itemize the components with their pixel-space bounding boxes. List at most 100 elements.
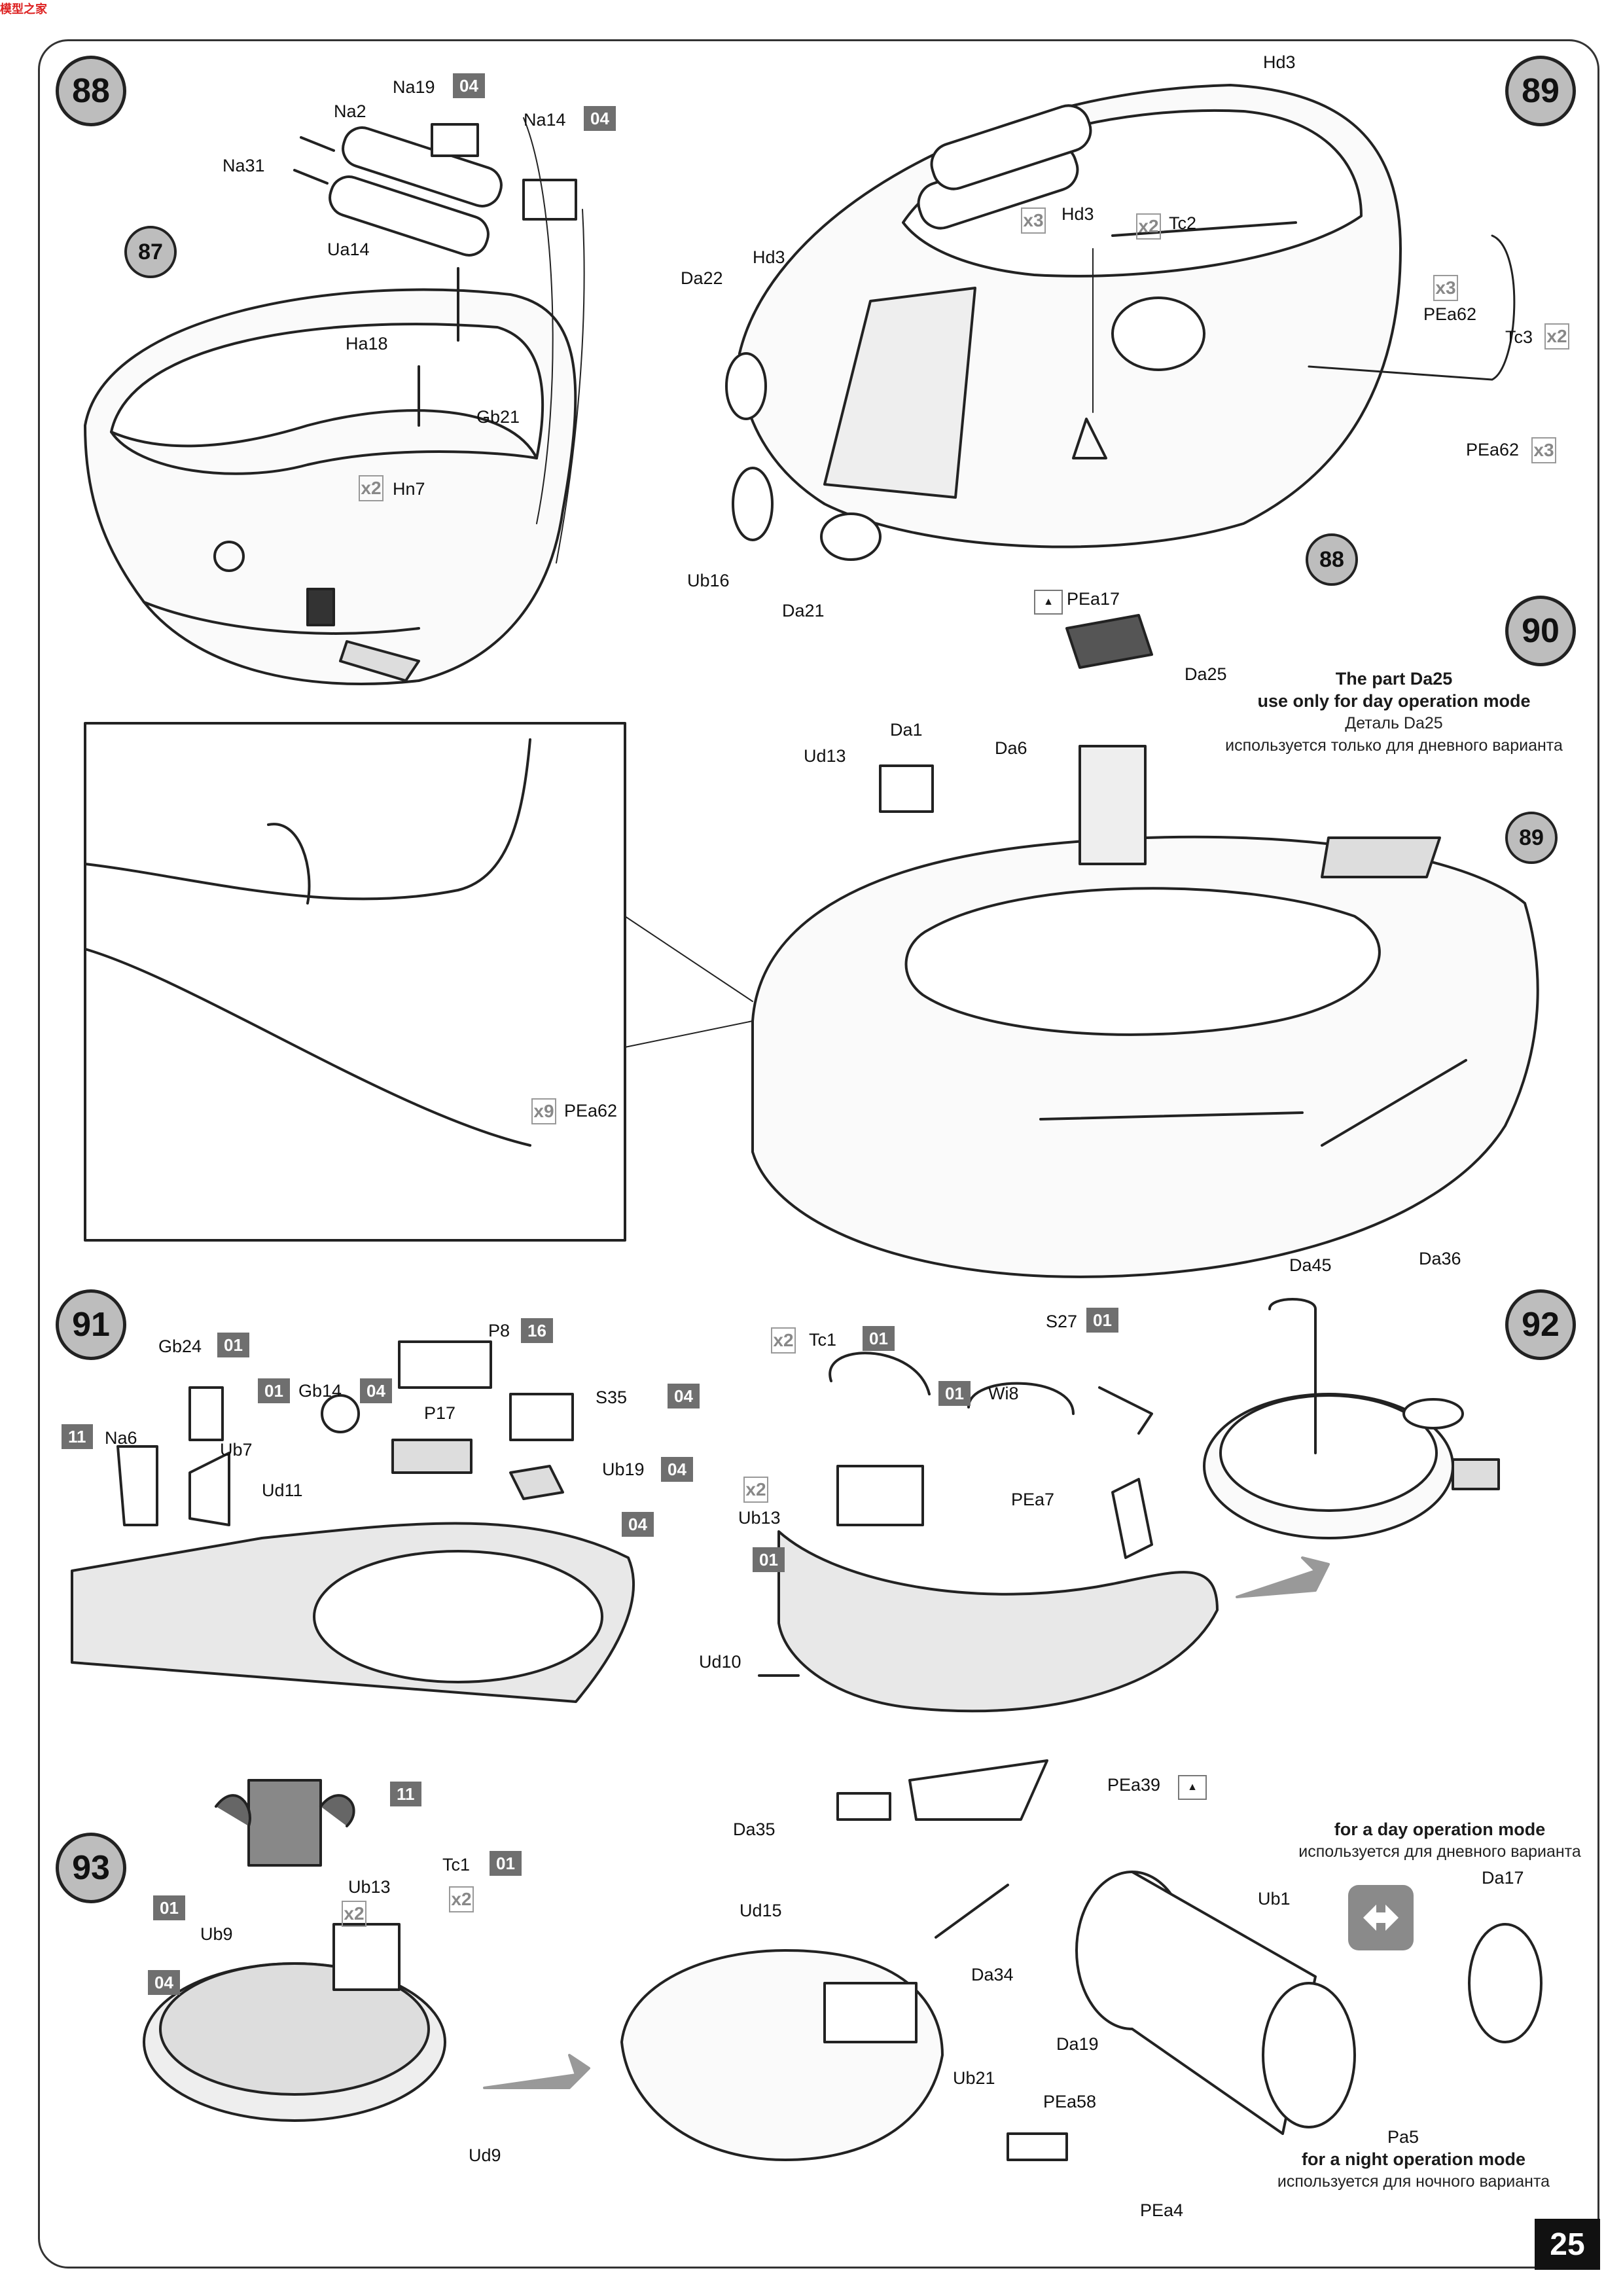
parts-88: [293, 117, 585, 564]
quantity-badge-x9: x9: [531, 1098, 556, 1124]
part-label: P17: [424, 1403, 456, 1423]
paint-badge-04: 04: [584, 106, 616, 131]
part-label: Da21: [782, 601, 825, 620]
step-number-91: 91: [56, 1289, 126, 1360]
part-label: PEa62: [1466, 440, 1520, 459]
part-label: Da45: [1289, 1255, 1332, 1275]
note-en-line: The part Da25: [1335, 669, 1453, 689]
paint-badge-04: 04: [668, 1384, 700, 1408]
part-label: Ub9: [200, 1924, 233, 1944]
paint-badge-04: 04: [661, 1457, 693, 1482]
page-number: 25: [1535, 2219, 1600, 2270]
brand-watermark: 模型之家: [0, 3, 47, 16]
turret-shell-90: [751, 614, 1539, 1278]
note-ru-line: используется только для дневного вариант…: [1225, 736, 1563, 755]
quantity-badge-x3: x3: [1021, 207, 1046, 234]
step-number-90: 90: [1505, 596, 1576, 666]
part-label: Da17: [1482, 1868, 1524, 1888]
paint-badge-11: 11: [390, 1782, 421, 1806]
day-mode-note: for a day operation mode используется дл…: [1283, 1818, 1597, 1863]
photo-etch-icon: ▲: [1034, 589, 1063, 615]
part-label: Hd3: [1263, 52, 1296, 72]
quantity-badge-x3: x3: [1433, 275, 1458, 301]
part-label: Tc1: [809, 1330, 837, 1350]
note-en-line: for a night operation mode: [1302, 2149, 1525, 2169]
part-label: Ud11: [262, 1480, 303, 1500]
paint-badge-01: 01: [217, 1333, 249, 1357]
swap-option-icon: [1348, 1885, 1414, 1950]
hatch-93-right: [620, 1759, 1543, 2161]
part-label: Ud13: [804, 746, 846, 766]
paint-badge-01: 01: [1086, 1308, 1118, 1333]
photo-etch-icon: ▲: [1178, 1775, 1207, 1800]
ref-step-88: 88: [1306, 533, 1358, 586]
part-label: Da25: [1185, 664, 1227, 684]
part-label: Da1: [890, 720, 923, 740]
part-label: PEa62: [1423, 304, 1477, 324]
hatch-92-small: [1203, 1298, 1500, 1539]
note-en-line: use only for day operation mode: [1257, 691, 1531, 711]
part-label: Da19: [1056, 2034, 1099, 2054]
part-label: Na19: [393, 77, 435, 97]
quantity-badge-x2: x2: [1544, 323, 1569, 350]
note-ru-line: используется для ночного варианта: [1277, 2172, 1550, 2191]
part-label: Ub16: [687, 571, 730, 590]
turret-shell-89: [725, 84, 1516, 561]
quantity-badge-x2: x2: [359, 475, 383, 501]
paint-badge-01: 01: [938, 1381, 971, 1406]
part-label: Na2: [334, 101, 366, 121]
part-label: PEa4: [1140, 2200, 1184, 2220]
part-label: Ub13: [738, 1508, 781, 1528]
part-label: PEa58: [1043, 2092, 1097, 2111]
note-ru-line: Деталь Da25: [1345, 714, 1443, 732]
step-number-92: 92: [1505, 1289, 1576, 1360]
turret-shell-88: [84, 288, 577, 685]
paint-badge-04: 04: [360, 1378, 392, 1403]
night-mode-note: for a night operation mode используется …: [1257, 2148, 1571, 2193]
part-label: Ub13: [348, 1877, 391, 1897]
da25-note: The part Da25 use only for day operation…: [1211, 668, 1577, 757]
part-label: Na14: [524, 110, 566, 130]
part-label: Tc1: [442, 1855, 471, 1874]
paint-badge-01: 01: [753, 1547, 785, 1572]
ref-step-87: 87: [124, 226, 177, 278]
note-en-line: for a day operation mode: [1334, 1820, 1546, 1839]
ref-step-89: 89: [1505, 812, 1558, 864]
quantity-badge-x2: x2: [342, 1901, 366, 1927]
paint-badge-01: 01: [490, 1851, 522, 1876]
quantity-badge-x2: x2: [449, 1886, 474, 1912]
paint-badge-16: 16: [521, 1318, 553, 1343]
part-label: S35: [596, 1388, 628, 1407]
part-label: Wi8: [988, 1384, 1019, 1403]
part-label: Ud10: [699, 1652, 741, 1672]
part-label: PEa62: [564, 1101, 618, 1121]
part-label: Ud15: [740, 1901, 782, 1920]
part-label: Gb14: [298, 1381, 342, 1401]
paint-badge-01: 01: [863, 1326, 895, 1351]
part-label: Gb21: [476, 407, 520, 427]
part-label: S27: [1046, 1312, 1078, 1331]
part-label: PEa39: [1107, 1775, 1161, 1795]
part-label: Da22: [681, 268, 723, 288]
photo-etch-callout: ▲PEa17: [1034, 589, 1120, 615]
note-ru-line: используется для дневного варианта: [1298, 1842, 1581, 1861]
part-label: Gb24: [158, 1336, 202, 1356]
part-label: Ub7: [220, 1440, 253, 1460]
quantity-badge-x2: x2: [771, 1327, 796, 1354]
quantity-badge-x3: x3: [1531, 437, 1556, 463]
part-label: Da35: [733, 1820, 776, 1839]
step-number-93: 93: [56, 1833, 126, 1903]
hatch-93: [143, 1779, 590, 2122]
part-label: Ub21: [953, 2068, 995, 2088]
part-label: Pa5: [1387, 2127, 1419, 2147]
part-label: Ha18: [346, 334, 388, 353]
part-label: Na31: [223, 156, 265, 175]
quantity-badge-x2: x2: [743, 1477, 768, 1503]
part-label: Da6: [995, 738, 1027, 758]
part-label: Hd3: [1061, 204, 1094, 224]
paint-badge-11: 11: [62, 1424, 93, 1449]
hatch-plate-91: [71, 1340, 635, 1703]
hatch-92: [758, 1352, 1330, 1713]
paint-badge-01: 01: [153, 1895, 185, 1920]
